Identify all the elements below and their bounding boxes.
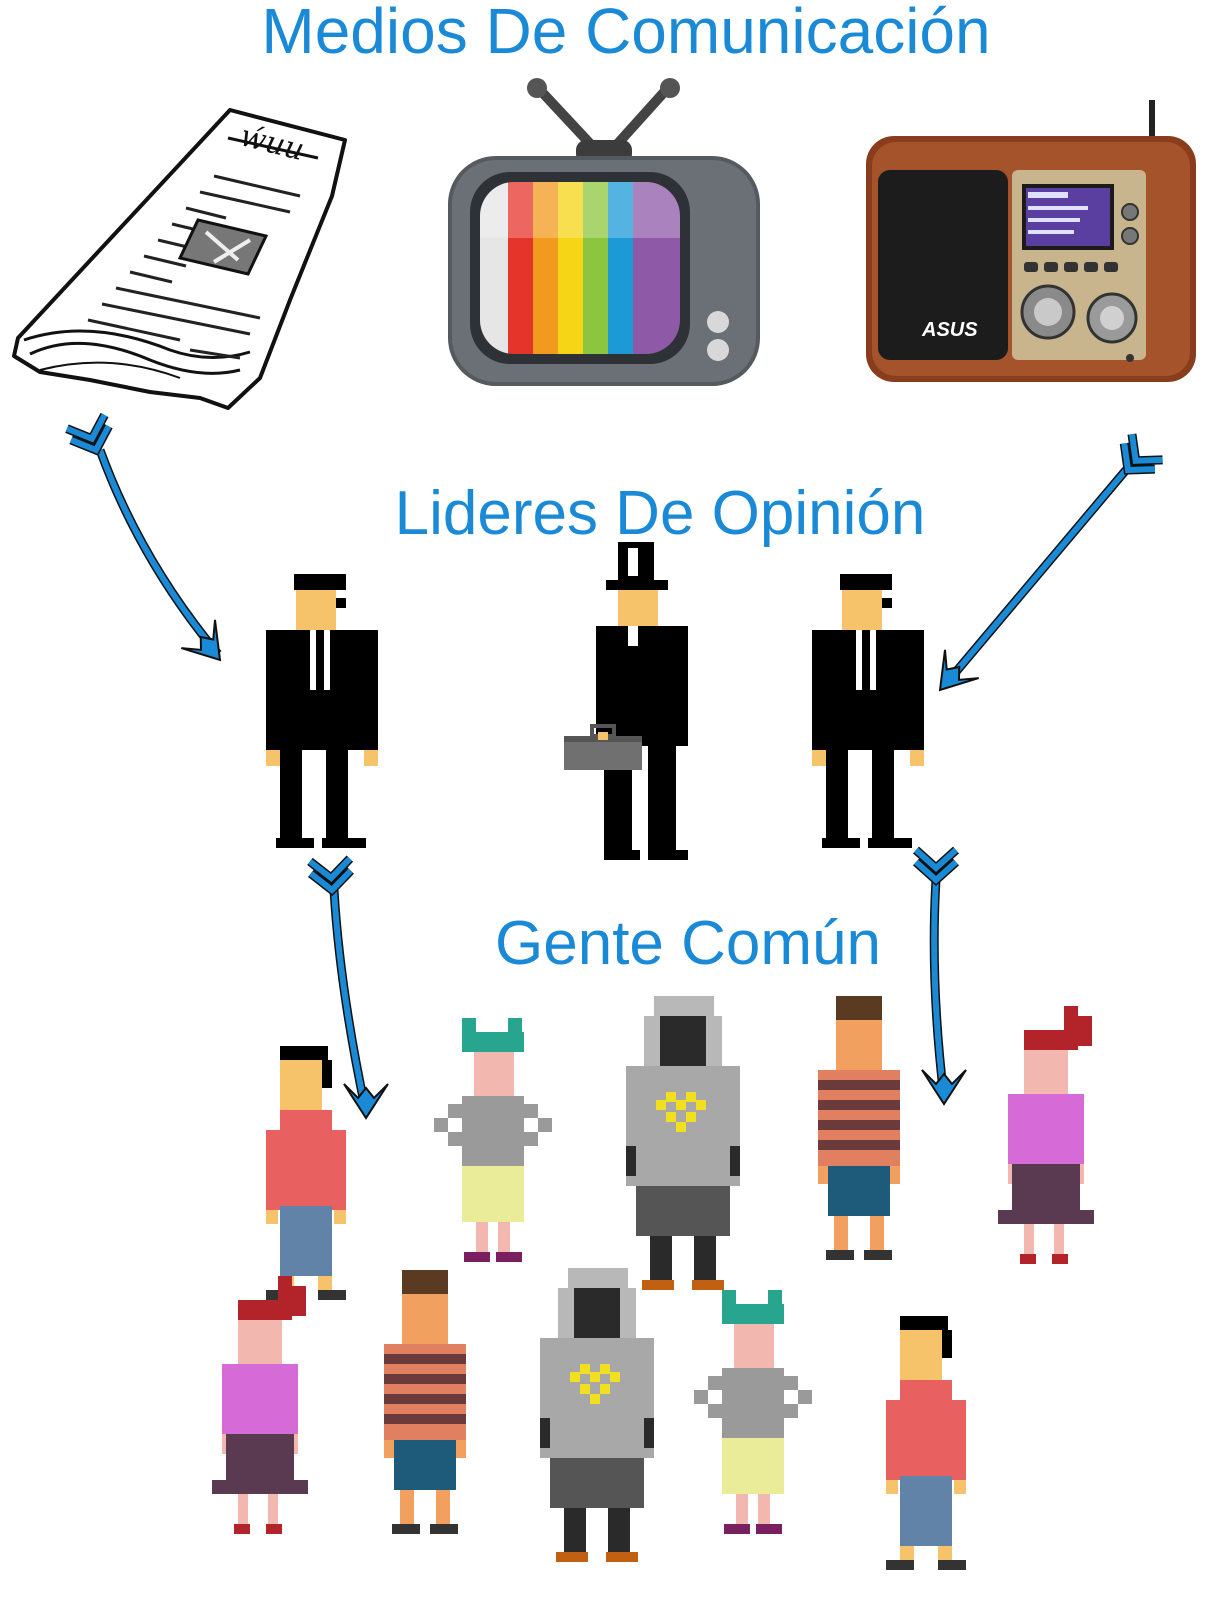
- radio-icon: ASUS: [866, 100, 1196, 382]
- person-boy-red-1: [266, 1046, 346, 1300]
- person-girl-green-1: [434, 1018, 552, 1262]
- person-girl-red-2: [212, 1276, 308, 1534]
- person-boy-striped-2: [384, 1270, 466, 1534]
- title-medios-de-comunicacion: Medios De Comunicación: [261, 0, 991, 67]
- arrow-leader-1-to-people: [310, 859, 389, 1119]
- arrow-newspaper-to-leader-1: [67, 415, 238, 676]
- television-icon: [448, 78, 760, 386]
- person-hoodie-2: [540, 1268, 654, 1562]
- title-gente-comun: Gente Común: [495, 909, 881, 978]
- title-lideres-de-opinion: Lideres De Opinión: [394, 479, 926, 548]
- arrow-leader-3-to-people: [916, 850, 967, 1105]
- person-hoodie-1: [626, 996, 740, 1290]
- person-boy-striped-1: [818, 996, 900, 1260]
- opinion-leader-2: [564, 542, 688, 860]
- person-boy-red-2: [886, 1316, 966, 1570]
- person-girl-red-1: [998, 1006, 1094, 1264]
- newspaper-icon: ẃuu: [12, 108, 347, 410]
- person-girl-green-2: [694, 1290, 812, 1534]
- radio-brand-label: ASUS: [921, 319, 978, 341]
- arrow-radio-to-leader-3: [922, 434, 1162, 706]
